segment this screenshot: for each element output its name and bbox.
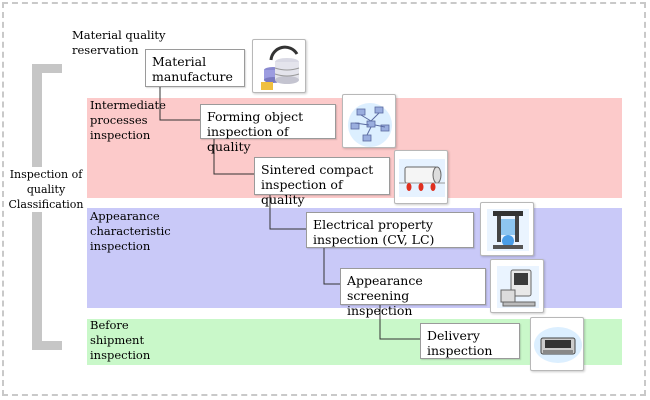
diagram-frame <box>2 2 646 396</box>
scanner-icon <box>530 317 584 371</box>
tester-icon <box>480 202 534 256</box>
cylinder-icon <box>394 150 448 204</box>
connector-material-forming <box>159 87 204 121</box>
classification-label: Inspection of quality Classification <box>6 167 86 212</box>
step-delivery: Delivery inspection <box>420 323 520 359</box>
connector-electrical-screening <box>323 248 340 285</box>
database-icon <box>252 39 306 93</box>
step-appearance-screening: Appearance screening inspection <box>340 268 486 318</box>
step-forming-object: Forming object inspection of quality <box>200 104 336 154</box>
connector-screening-delivery <box>379 305 420 340</box>
connector-sintered-electrical <box>269 195 306 230</box>
step-electrical-property: Electrical property inspection (CV, LC) <box>306 212 474 248</box>
step-material-manufacture: Material manufacture <box>145 49 245 87</box>
band-label-shipment: Before shipment inspection <box>90 318 151 362</box>
classification-bracket-top <box>32 64 62 73</box>
band-label-appearance: Appearance characteristic inspection <box>90 209 171 253</box>
band-label-intermediate: Intermediate processes inspection <box>90 98 166 142</box>
classification-bracket-bottom <box>32 341 62 350</box>
computer-icon <box>490 259 544 313</box>
top-label: Material quality reservation <box>72 28 166 57</box>
connector-forming-sintered <box>213 139 254 175</box>
step-sintered-compact: Sintered compact inspection of quality <box>254 157 390 207</box>
network-icon <box>342 94 396 148</box>
